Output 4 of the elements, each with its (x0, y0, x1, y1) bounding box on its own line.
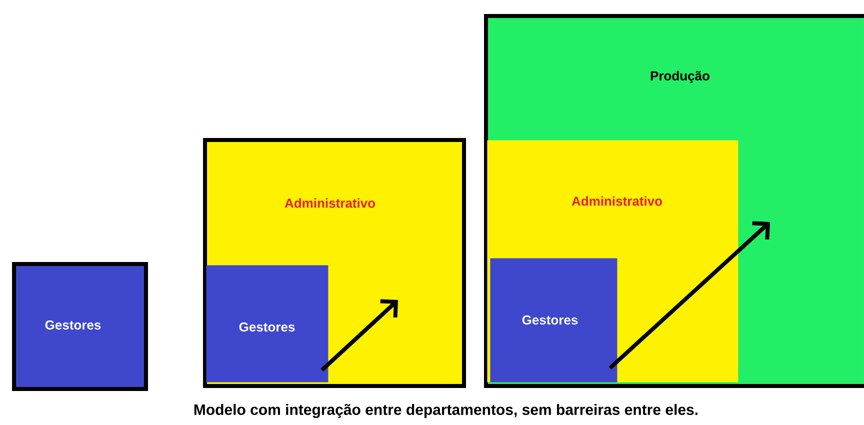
manager-box: Gestores (490, 258, 618, 382)
manager-box: Gestores (206, 265, 328, 382)
manager-box: Gestores (12, 262, 148, 391)
caption: Modelo com integração entre departamentos, sem barreiras entre eles. (194, 404, 698, 418)
